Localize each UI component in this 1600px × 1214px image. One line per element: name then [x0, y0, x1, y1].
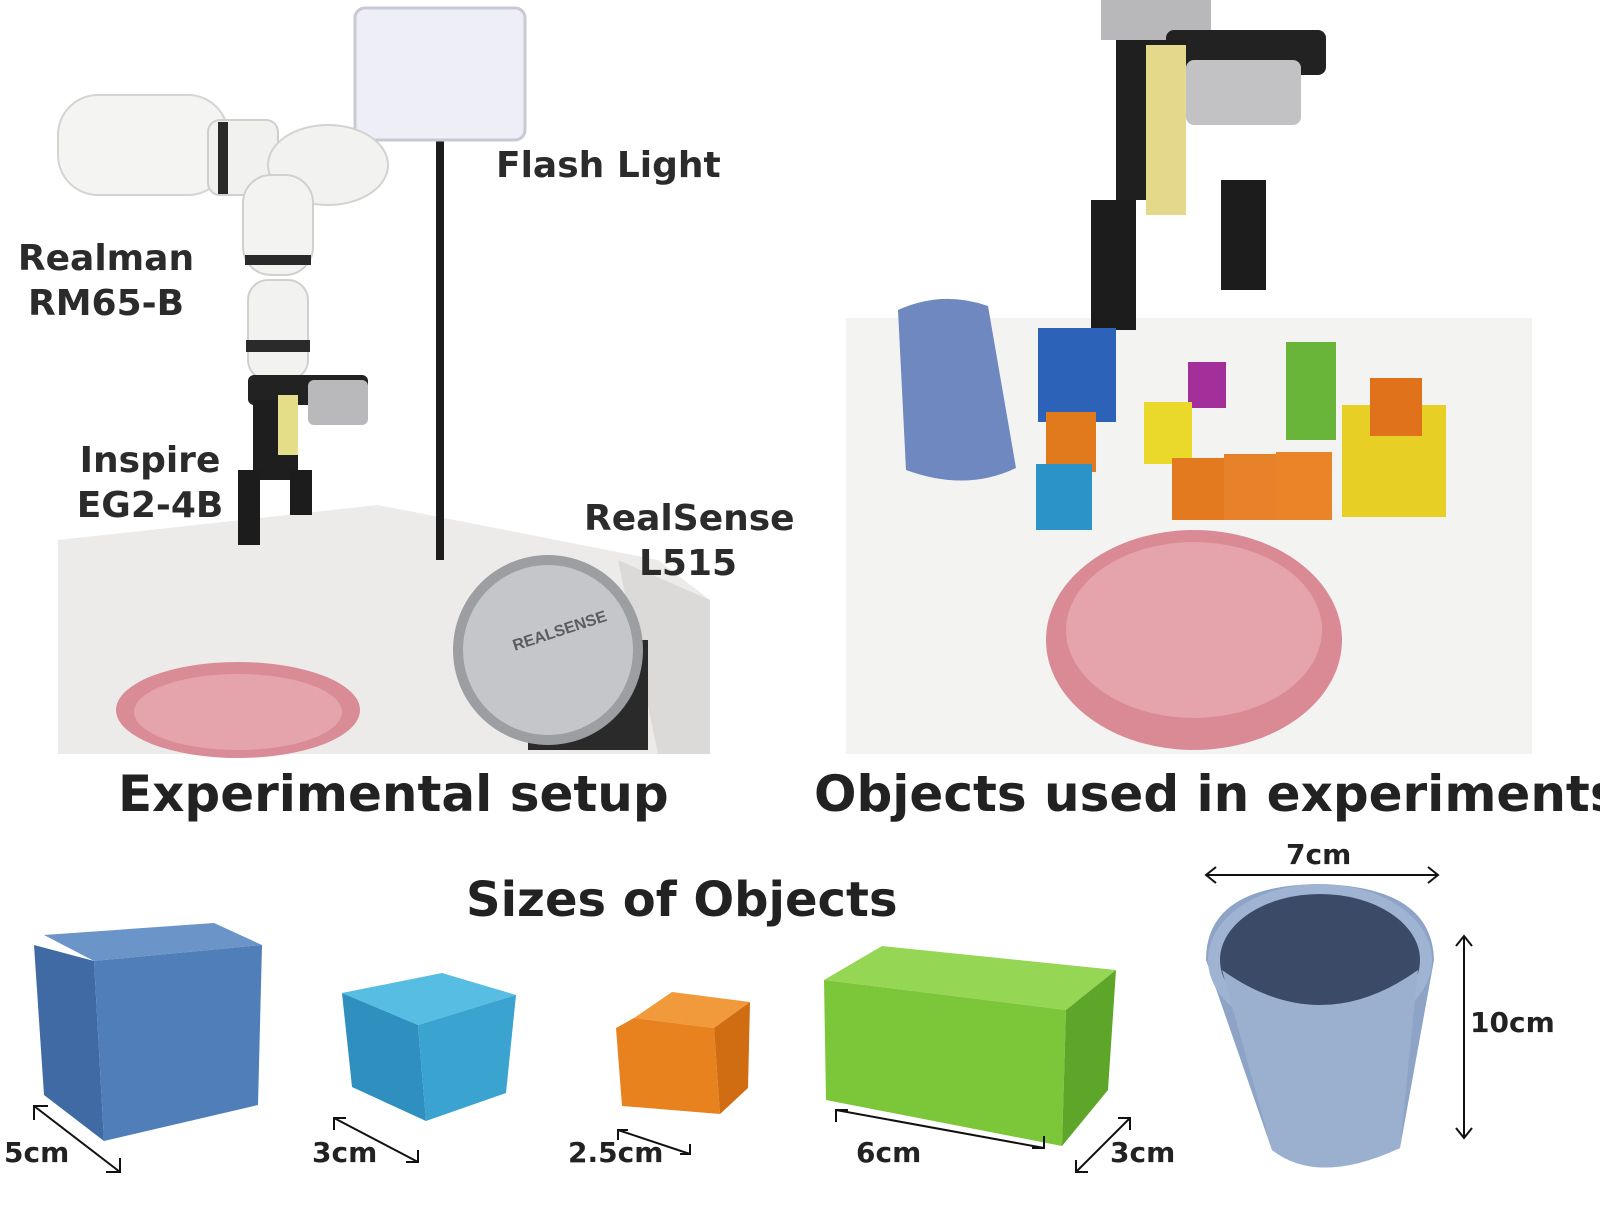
mid-cube-dimension-arrow [333, 1117, 419, 1163]
light-stand [436, 140, 444, 560]
label-realsense-camera: RealSense L515 [584, 496, 795, 586]
green-rect-block [824, 946, 1116, 1146]
robot-arm [57, 94, 389, 381]
small-orange-cube [616, 992, 750, 1114]
small-cube-size-label: 2.5cm [568, 1136, 664, 1169]
gripper [238, 375, 368, 545]
objects-purple-cube [1188, 362, 1226, 408]
cup-width-size-label: 7cm [1286, 838, 1352, 871]
realsense-camera: REALSENSE [453, 555, 648, 750]
flash-light-panel [353, 6, 527, 142]
label-realman-arm: Realman RM65-B [16, 236, 196, 326]
block-width-size-label: 3cm [1110, 1136, 1176, 1169]
objects-cyan-cube [1036, 464, 1092, 530]
big-blue-cube [34, 923, 262, 1141]
blue-cup [1206, 884, 1434, 1168]
experimental-setup-photo: REALSENSE [57, 0, 710, 758]
objects-green-block [1286, 342, 1336, 440]
objects-scene [846, 0, 1532, 754]
objects-orange-cube-a [1046, 412, 1096, 472]
label-inspire-line2: EG2-4B [76, 485, 224, 526]
label-realsense-line2: L515 [638, 543, 738, 584]
objects-yellow-cube [1144, 402, 1192, 464]
label-realman-line1: Realman [17, 238, 195, 279]
setup-scene: REALSENSE [57, 6, 710, 758]
label-inspire-gripper: Inspire EG2-4B [76, 438, 224, 528]
big-cube-size-label: 5cm [4, 1136, 70, 1169]
small-cube-dimension-arrow [617, 1129, 691, 1155]
block-length-size-label: 6cm [856, 1136, 922, 1169]
objects-orange-row-1 [1172, 458, 1226, 520]
objects-photo [846, 0, 1532, 754]
block-length-dimension-arrow [835, 1109, 1045, 1149]
label-flash-light: Flash Light [496, 145, 721, 186]
big-cube-dimension-arrow [33, 1105, 121, 1173]
caption-experimental-setup: Experimental setup [118, 765, 669, 823]
objects-orange-row-2 [1224, 454, 1278, 520]
label-realman-line2: RM65-B [27, 283, 185, 324]
objects-orange-cube-top [1370, 378, 1422, 436]
cup-width-dimension-arrow [1204, 866, 1440, 884]
objects-orange-row-3 [1276, 452, 1332, 520]
cup-height-dimension-arrow [1455, 934, 1473, 1140]
caption-objects-used: Objects used in experiments [814, 765, 1600, 823]
block-width-dimension-arrow [1075, 1117, 1131, 1173]
mid-cyan-cube [342, 973, 516, 1121]
mid-cube-size-label: 3cm [312, 1136, 378, 1169]
objects-gripper [1091, 0, 1326, 330]
cup-height-size-label: 10cm [1470, 1006, 1555, 1039]
sizes-title: Sizes of Objects [466, 872, 898, 928]
label-realsense-line1: RealSense [584, 498, 795, 539]
objects-blue-cube [1038, 328, 1116, 422]
objects-blue-cup [898, 298, 1016, 481]
label-inspire-line1: Inspire [79, 440, 221, 481]
